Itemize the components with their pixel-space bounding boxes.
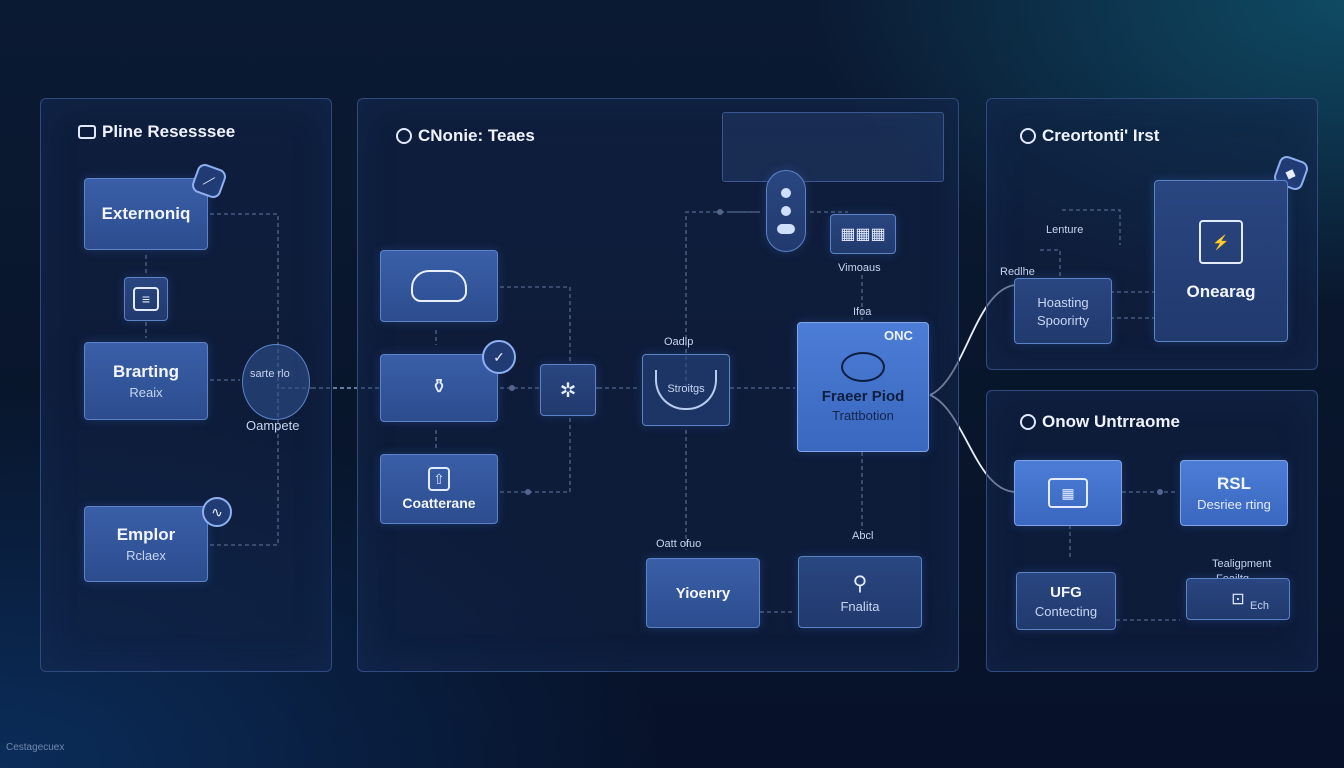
redlhe-label: Redlhe: [1000, 266, 1035, 278]
node-ufg[interactable]: UFG Contecting: [1016, 572, 1116, 630]
node-center-mid[interactable]: ⚱: [380, 354, 498, 422]
panel-title-right-bottom: Onow Untrraome: [1020, 412, 1180, 432]
basket-icon: ▦▦▦: [840, 226, 886, 243]
node-robot[interactable]: ⊡: [1186, 578, 1290, 620]
node-cloud[interactable]: [380, 250, 498, 322]
panel-title-right-top: Creortonti' Irst: [1020, 126, 1159, 146]
node-oampete[interactable]: [242, 344, 310, 420]
capsule-dot-mid: [781, 206, 791, 216]
creation-icon: [1020, 128, 1036, 144]
capsule-dot-bottom: [777, 224, 795, 234]
node-grid[interactable]: ▦: [1014, 460, 1122, 526]
panel-title-left: Pline Resesssee: [78, 122, 235, 142]
node-basket[interactable]: ▦▦▦: [830, 214, 896, 254]
ycenry-top-label: Oatt ofuo: [656, 538, 702, 550]
lenture-label: Lenture: [1046, 224, 1084, 236]
pipeline-icon: [78, 125, 96, 139]
node-capsule[interactable]: [766, 170, 806, 252]
node-server[interactable]: ≡: [124, 277, 168, 321]
bag-icon: ⚱: [430, 375, 448, 398]
bowl-icon: Stroitgs: [655, 370, 717, 410]
oampete-inner-label: sarte rlo: [250, 368, 290, 380]
check-icon: ✓: [482, 340, 516, 374]
connector-icon: ⚡: [1199, 220, 1243, 264]
background-screen: [722, 112, 944, 182]
panel-title-center: CNonie: Teaes: [396, 126, 535, 146]
node-search[interactable]: ⚲ Fnalita: [798, 556, 922, 628]
capsule-dot-top: [781, 188, 791, 198]
robot-icon: ⊡: [1231, 591, 1245, 608]
server-icon: ≡: [133, 287, 159, 311]
node-rsl[interactable]: RSL Desriee rting: [1180, 460, 1288, 526]
grid-icon: ▦: [1048, 478, 1088, 508]
ifoa-label: Ifoa: [853, 306, 872, 318]
node-process[interactable]: Fraeer Piod Trattbotion: [797, 322, 929, 452]
node-coatterane[interactable]: ⇧ Coatterane: [380, 454, 498, 524]
process-icon: [841, 351, 885, 382]
node-hoasting[interactable]: Hoasting Spoorirty: [1014, 278, 1112, 344]
robot-main: Ech: [1250, 600, 1269, 612]
wave-icon: ∿: [202, 497, 232, 527]
node-network[interactable]: ✲: [540, 364, 596, 416]
node-emplor[interactable]: Emplor Rclaex: [84, 506, 208, 582]
stroitgs-top-label: Oadlp: [664, 336, 694, 348]
process-corner-label: ONC: [884, 328, 913, 343]
network-icon: ✲: [559, 379, 577, 402]
oampete-label: Oampete: [246, 418, 300, 433]
node-onearag[interactable]: ⚡ Onearag: [1154, 180, 1288, 342]
node-brarting[interactable]: Brarting Reaix: [84, 342, 208, 420]
flow-icon: [1020, 414, 1036, 430]
node-externoniq[interactable]: Externoniq: [84, 178, 208, 250]
vimoaus-label: Vimoaus: [838, 262, 881, 274]
footer-text: Cestagecuex: [6, 742, 65, 753]
abcl-label: Abcl: [852, 530, 874, 542]
upload-icon: ⇧: [428, 467, 450, 491]
node-stroitgs[interactable]: Stroitgs: [642, 354, 730, 426]
tealigpment-label: Tealigpment: [1212, 558, 1272, 570]
node-ycenry[interactable]: Yioenry: [646, 558, 760, 628]
search-icon: ⚲: [852, 572, 868, 595]
cloud-icon: [411, 270, 467, 302]
settings-icon: [396, 128, 412, 144]
